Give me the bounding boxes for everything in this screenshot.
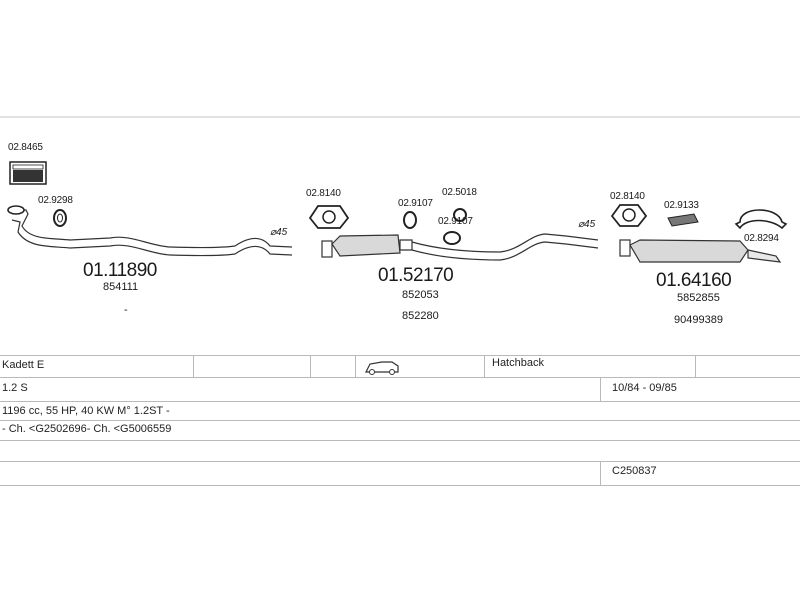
table-line (0, 485, 800, 486)
rear-diameter-label: ⌀45 (578, 219, 596, 230)
table-line (0, 440, 800, 441)
vehicle-years: 10/84 - 09/85 (612, 382, 677, 394)
middle-silencer-drawing (321, 233, 599, 261)
front-pipe-dash: - (124, 304, 128, 316)
table-line (0, 461, 800, 462)
middle-silencer-ref1: 852053 (402, 289, 439, 301)
vehicle-chassis: - Ch. <G2502696- Ch. <G5006559 (2, 423, 172, 435)
vehicle-body: Hatchback (492, 357, 544, 369)
rear-silencer-code: 01.64160 (656, 270, 732, 291)
box-code-label: 02.8465 (8, 142, 43, 153)
vehicle-specs: 1196 cc, 55 HP, 40 KW M° 1.2ST - (2, 405, 170, 417)
hanger-icon (734, 209, 788, 230)
car-icon (365, 361, 399, 375)
gasket-icon (53, 209, 67, 227)
mid-clamp-code-label: 02.8140 (306, 188, 341, 199)
table-divider (193, 355, 194, 377)
mid-ring-b-label: 02.5018 (442, 187, 477, 198)
rear-silencer-ref2: 90499389 (674, 314, 723, 326)
front-diameter-label: ⌀45 (270, 227, 288, 238)
gasket-code-label: 02.9298 (38, 195, 73, 206)
vehicle-model: Kadett E (2, 359, 45, 371)
table-divider (695, 355, 696, 377)
front-pipe-drawing (7, 205, 293, 257)
table-line (0, 401, 800, 402)
rear-hanger-code-label: 02.8294 (744, 233, 779, 244)
table-divider (355, 355, 356, 377)
rear-clamp-code-label: 02.8140 (610, 191, 645, 202)
front-pipe-code: 01.11890 (83, 260, 157, 281)
table-divider (484, 355, 485, 377)
clamp-icon (308, 205, 350, 229)
table-line (0, 420, 800, 421)
box-icon (9, 161, 47, 185)
mid-ring-c-label: 02.9107 (438, 216, 473, 227)
mid-ring-a-label: 02.9107 (398, 198, 433, 209)
table-line (0, 355, 800, 356)
rubber-mount-icon (667, 213, 699, 227)
table-divider (600, 377, 601, 401)
table-divider (600, 461, 601, 485)
ring-icon (403, 208, 467, 245)
front-pipe-ref: 854111 (103, 281, 139, 293)
rear-silencer-ref1: 5852855 (677, 292, 720, 304)
table-divider (310, 355, 311, 377)
middle-silencer-ref2: 852280 (402, 310, 439, 322)
vehicle-engine: 1.2 S (2, 382, 28, 394)
table-line (0, 377, 800, 378)
rear-clamp-icon (610, 204, 648, 227)
catalog-code: C250837 (612, 465, 657, 477)
rear-rubber-code-label: 02.9133 (664, 200, 699, 211)
rear-silencer-drawing (619, 239, 782, 263)
middle-silencer-code: 01.52170 (378, 265, 454, 286)
